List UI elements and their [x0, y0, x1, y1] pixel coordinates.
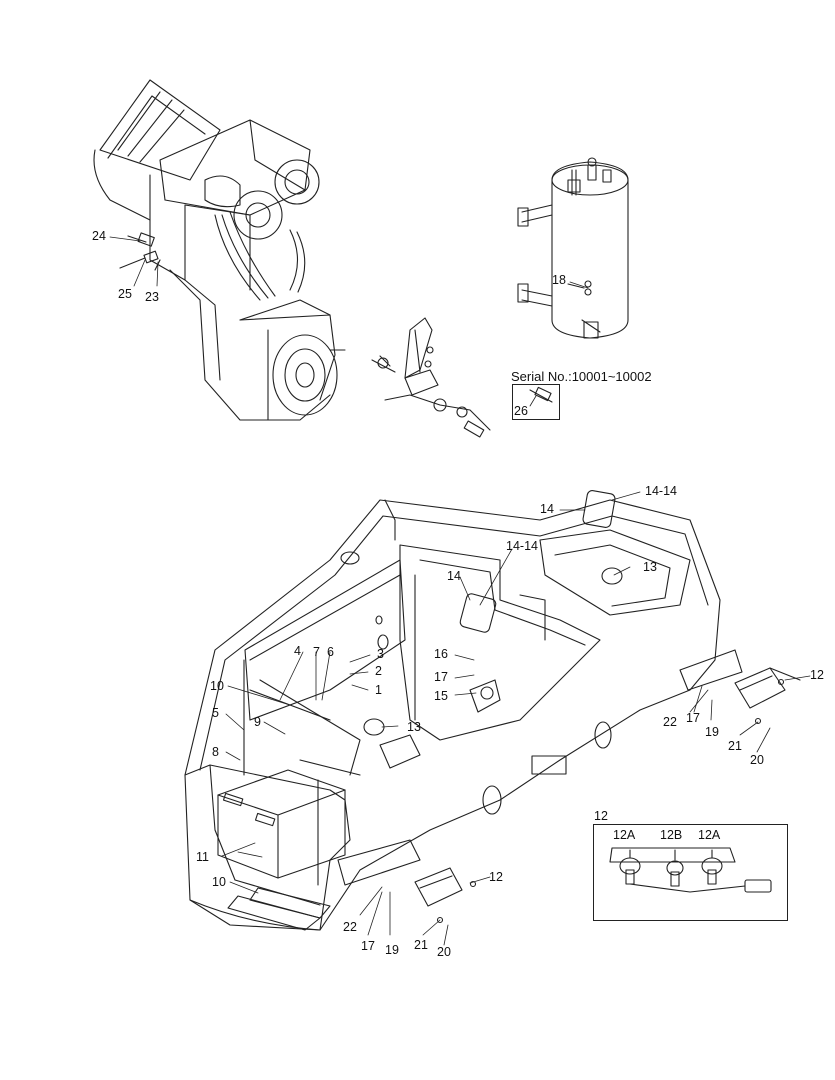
callout-26: 26: [514, 404, 528, 418]
callout-23: 23: [145, 290, 159, 304]
callout-14-14-lower: 14-14: [506, 539, 538, 553]
callout-21-front: 21: [414, 938, 428, 952]
callout-10-lower: 10: [212, 875, 226, 889]
air-tank: [517, 157, 629, 339]
serial-detail-box: [512, 384, 560, 420]
leader-lines: [109, 236, 811, 946]
callout-21-rear: 21: [728, 739, 742, 753]
main-frame: [184, 499, 743, 931]
front-lamp: [414, 867, 477, 924]
lamp-detail-inset: [593, 824, 788, 921]
callout-14-14-upper: 14-14: [645, 484, 677, 498]
callout-22-front: 22: [343, 920, 357, 934]
callout-8: 8: [212, 745, 219, 759]
callout-13-lower: 13: [407, 720, 421, 734]
callout-10-upper: 10: [210, 679, 224, 693]
serial-fitting: [529, 386, 553, 403]
callout-20-rear: 20: [750, 753, 764, 767]
callout-7: 7: [313, 645, 320, 659]
callout-4: 4: [294, 644, 301, 658]
callout-1: 1: [375, 683, 382, 697]
callout-16: 16: [434, 647, 448, 661]
rear-lamp: [734, 667, 801, 725]
inset-lamp-detail: [609, 847, 772, 893]
transmission-assembly: [93, 79, 346, 421]
callout-11: 11: [196, 850, 209, 864]
battery-rods: [243, 659, 331, 886]
callout-12-front: 12: [489, 870, 503, 884]
callout-6: 6: [327, 645, 334, 659]
callout-2: 2: [375, 664, 382, 678]
callout-22-rear: 22: [663, 715, 677, 729]
callout-25: 25: [118, 287, 132, 301]
callout-15: 15: [434, 689, 448, 703]
inset-label-12b: 12B: [660, 828, 683, 842]
callout-3: 3: [377, 647, 384, 661]
serial-number-note: Serial No.:10001~10002: [511, 369, 652, 384]
callout-12-rear: 12: [810, 668, 824, 682]
callout-19-front: 19: [385, 943, 399, 957]
callout-14-upper: 14: [540, 502, 554, 516]
callout-24: 24: [92, 229, 106, 243]
inset-label-12a-left: 12A: [613, 828, 636, 842]
callout-20-front: 20: [437, 945, 451, 959]
callout-5: 5: [212, 706, 219, 720]
battery-mats: [227, 887, 331, 931]
cab-mounts: [363, 490, 623, 736]
inset-title-label: 12: [594, 809, 608, 823]
callout-13-upper: 13: [643, 560, 657, 574]
inset-label-12a-right: 12A: [698, 828, 721, 842]
callout-18: 18: [552, 273, 566, 287]
callout-14-lower: 14: [447, 569, 461, 583]
callout-17-front: 17: [361, 939, 375, 953]
callout-19-rear: 19: [705, 725, 719, 739]
pressure-switch-fittings: [119, 232, 161, 271]
callout-17-center: 17: [434, 670, 448, 684]
pedal-assembly: [371, 317, 491, 438]
callout-9: 9: [254, 715, 261, 729]
callout-17-rear: 17: [686, 711, 700, 725]
battery: [217, 759, 361, 879]
